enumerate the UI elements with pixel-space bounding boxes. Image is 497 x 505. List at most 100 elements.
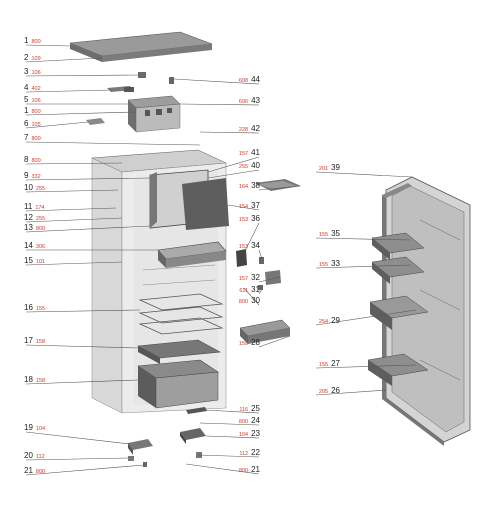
callout-code: 106 <box>31 70 41 76</box>
control-box-part <box>127 95 181 133</box>
door-shelves <box>367 232 429 386</box>
egg-tray-part <box>239 319 291 344</box>
callout-code: 112 <box>35 454 45 460</box>
callout-code: 402 <box>31 86 41 92</box>
callout-number: 4 <box>24 83 29 92</box>
leader-line <box>25 217 123 223</box>
callout-code: 158 <box>35 339 46 345</box>
callout-number: 24 <box>251 416 260 425</box>
callout-code: 800 <box>238 299 249 305</box>
leader-line <box>315 309 417 326</box>
leader-line <box>25 89 113 93</box>
callout-number: 36 <box>251 214 260 223</box>
leader-line <box>205 435 260 439</box>
callout-code: 306 <box>35 244 46 250</box>
bottom-left-parts <box>128 439 153 467</box>
callout-number: 18 <box>24 375 33 384</box>
leader-line <box>258 288 263 295</box>
callout-code: 105 <box>31 122 41 128</box>
callout-code: 254 <box>318 319 329 325</box>
leader-line <box>25 309 141 313</box>
callout-code: 155 <box>318 262 329 268</box>
leader-line <box>173 78 260 85</box>
callout-code: 606 <box>238 99 249 105</box>
leader-line <box>258 276 281 283</box>
callout-number: 10 <box>24 183 33 192</box>
leader-line <box>315 389 387 396</box>
leader-line <box>25 177 151 181</box>
leader-line <box>25 464 145 476</box>
freezer-flap-part <box>182 178 229 230</box>
leader-line <box>25 57 103 63</box>
leader-line <box>25 225 151 233</box>
callout-number: 39 <box>331 163 340 172</box>
callout-number: 1 <box>24 36 29 45</box>
callout-number: 11 <box>24 202 33 211</box>
callout-number: 42 <box>251 124 260 133</box>
callout-number: 41 <box>251 148 260 157</box>
callout-code: 800 <box>238 468 249 474</box>
callout-code: 800 <box>31 158 41 164</box>
callout-code: 255 <box>35 186 46 192</box>
callout-number: 14 <box>24 241 33 250</box>
leader-line <box>25 457 129 461</box>
callout-code: 155 <box>35 306 46 312</box>
callout-code: 174 <box>35 205 45 211</box>
leader-line <box>25 344 139 349</box>
callout-code: 800 <box>238 419 249 425</box>
leader-line <box>199 422 260 426</box>
callout-code: 106 <box>31 98 41 104</box>
leader-line <box>197 454 260 458</box>
callout-number: 31 <box>251 285 260 294</box>
crisper-drawer-part <box>137 359 219 409</box>
crisper-cover-part <box>137 339 221 364</box>
leader-line <box>25 379 139 385</box>
ice-tray-part <box>255 179 301 191</box>
callout-number: 25 <box>251 404 260 413</box>
callout-number: 21 <box>24 466 33 475</box>
leader-line <box>25 74 141 77</box>
callout-code: 800 <box>35 469 46 475</box>
leader-line <box>205 409 260 414</box>
leader-line <box>315 171 413 178</box>
leader-line <box>25 261 123 266</box>
leader-line <box>258 249 263 260</box>
callout-code: 164 <box>238 184 249 190</box>
callout-number: 26 <box>331 386 340 395</box>
callout-code: 800 <box>35 226 46 232</box>
callout-code: 800 <box>31 39 41 45</box>
callout-code: 155 <box>318 362 329 368</box>
callout-number: 15 <box>24 256 33 265</box>
callout-number: 13 <box>24 223 33 232</box>
callout-number: 35 <box>331 229 340 238</box>
leader-line <box>25 189 119 193</box>
callout-number: 27 <box>331 359 340 368</box>
glass-shelves <box>138 264 224 335</box>
callout-number: 8 <box>24 155 29 164</box>
callout-number: 2 <box>24 53 29 62</box>
callout-number: 20 <box>24 451 33 460</box>
